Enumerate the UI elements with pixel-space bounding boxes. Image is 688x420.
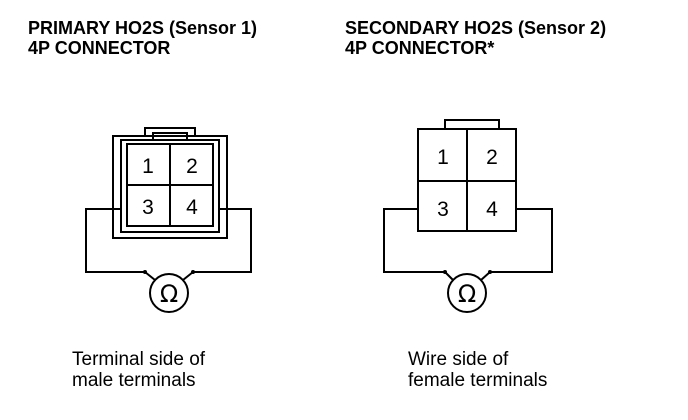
primary-connector-title: PRIMARY HO2S (Sensor 1) 4P CONNECTOR (28, 18, 257, 58)
primary-caption-line1: Terminal side of (72, 349, 206, 370)
primary-connector (112, 127, 228, 239)
secondary-terminal-3: 3 (437, 198, 449, 221)
primary-terminal-2: 2 (186, 155, 198, 178)
primary-ohm-symbol: Ω (160, 280, 178, 308)
primary-meter-wire-right (182, 271, 194, 281)
secondary-caption-line2: female terminals (408, 370, 548, 391)
primary-terminal-3: 3 (142, 196, 154, 219)
primary-connector-lock-tab (144, 127, 196, 136)
primary-title-line2: 4P CONNECTOR (28, 38, 171, 58)
primary-meter-wire-left (144, 271, 156, 281)
secondary-lead-right (490, 208, 553, 273)
primary-connector-lock-slot (152, 132, 188, 141)
secondary-lead-left (383, 208, 445, 273)
secondary-connector (417, 119, 517, 232)
secondary-title-line2: 4P CONNECTOR* (345, 38, 495, 58)
secondary-connector-caption: Wire side of female terminals (408, 349, 547, 391)
secondary-ohmmeter (447, 273, 487, 313)
secondary-terminal-2: 2 (486, 146, 498, 169)
secondary-terminal-1: 1 (437, 146, 449, 169)
secondary-title-line1: SECONDARY HO2S (Sensor 2) (345, 18, 607, 38)
secondary-connector-lock-tab (444, 119, 500, 129)
primary-caption-line2: male terminals (72, 370, 196, 391)
primary-terminal-4: 4 (186, 196, 198, 219)
secondary-meter-wire-left (444, 271, 454, 281)
secondary-caption-line1: Wire side of (408, 349, 509, 370)
primary-title-line1: PRIMARY HO2S (Sensor 1) (28, 18, 258, 38)
primary-terminal-1: 1 (142, 155, 154, 178)
primary-ohmmeter (149, 273, 189, 313)
primary-connector-caption: Terminal side of male terminals (72, 349, 205, 391)
secondary-connector-title: SECONDARY HO2S (Sensor 2) 4P CONNECTOR* (345, 18, 606, 58)
primary-lead-left (85, 208, 145, 273)
primary-lead-right (193, 208, 252, 273)
secondary-ohm-symbol: Ω (458, 280, 476, 308)
primary-connector-outer-housing (112, 135, 228, 239)
secondary-terminal-4: 4 (486, 198, 498, 221)
secondary-meter-wire-right (480, 271, 491, 281)
